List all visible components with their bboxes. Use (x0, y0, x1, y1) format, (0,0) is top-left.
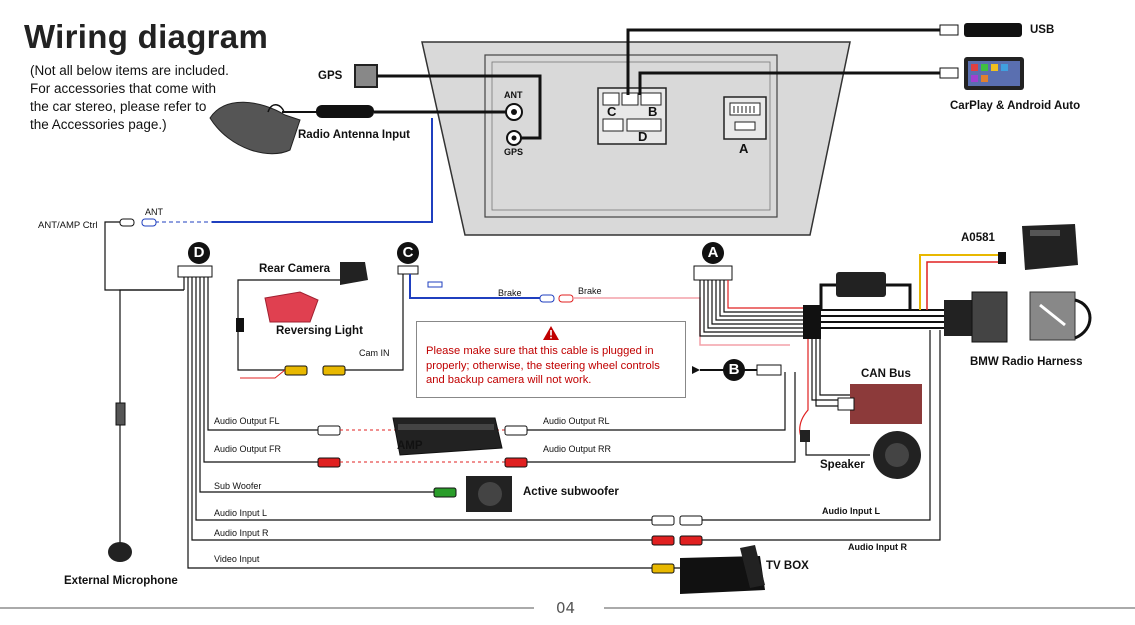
antenna-inline-adapter (316, 105, 374, 118)
audio-input-l-left-label: Audio Input L (214, 508, 268, 518)
can-bus-box (850, 384, 922, 424)
connector-b-label: B (648, 104, 658, 119)
audio-input-r-left-label: Audio Input R (214, 528, 269, 538)
rear-camera-icon (340, 262, 368, 285)
badge-c: C (397, 242, 419, 264)
brake-right-label: Brake (578, 286, 602, 296)
audio-output-fr-label: Audio Output FR (214, 444, 282, 454)
harness-b-plug (756, 364, 782, 376)
connector-d-label: D (638, 129, 648, 144)
shark-fin-antenna-icon (209, 101, 301, 155)
radio-antenna-input-label: Radio Antenna Input (298, 129, 411, 141)
reversing-light-label: Reversing Light (276, 325, 363, 337)
page-title: Wiring diagram (24, 18, 269, 55)
badge-a: A (702, 242, 724, 264)
a0581-label: A0581 (961, 232, 995, 244)
audio-input-l-right-label: Audio Input L (822, 506, 880, 516)
ant-amp-ctrl-label: ANT/AMP Ctrl (38, 220, 98, 231)
audio-output-rl-label: Audio Output RL (543, 416, 610, 426)
audio-input-r-right-label: Audio Input R (848, 542, 907, 552)
audio-output-rr-label: Audio Output RR (543, 444, 612, 454)
tv-box-label: TV BOX (766, 560, 809, 572)
harness-c-plug (397, 265, 419, 275)
cam-in-label: Cam IN (359, 348, 390, 358)
harness-d-plug (177, 265, 213, 278)
external-microphone-label: External Microphone (64, 575, 178, 587)
warning-icon (543, 326, 559, 340)
connector-a-label: A (739, 141, 749, 156)
gps-antenna-icon (354, 64, 378, 88)
ant-small-label: ANT (145, 207, 163, 217)
gps-label: GPS (318, 70, 343, 82)
usb-plug-icon (939, 24, 959, 36)
badge-d: D (188, 242, 210, 264)
video-input-label: Video Input (214, 554, 260, 564)
microphone-icon (108, 542, 132, 562)
accessories-note: (Not all below items are included. For a… (30, 63, 229, 132)
bmw-radio-harness-label: BMW Radio Harness (970, 356, 1083, 368)
page-number: 04 (556, 599, 576, 617)
tv-box-icon (680, 556, 765, 594)
carplay-label: CarPlay & Android Auto (950, 100, 1081, 112)
warning-text: Please make sure that this cable is plug… (426, 345, 660, 386)
audio-output-fl-label: Audio Output FL (214, 416, 280, 426)
inline-box-icon (836, 272, 886, 297)
connector-c-label: C (607, 104, 617, 119)
rear-camera-label: Rear Camera (259, 263, 330, 275)
bmw-connector-icon (944, 300, 974, 336)
amp-label: AMP (397, 440, 423, 452)
active-subwoofer-label: Active subwoofer (523, 486, 619, 498)
warning-box: Please make sure that this cable is plug… (416, 321, 686, 398)
ant-port-label: ANT (504, 90, 523, 100)
can-bus-label: CAN Bus (861, 368, 911, 380)
brake-left-label: Brake (498, 288, 522, 298)
reversing-light-icon (264, 291, 319, 323)
usb-label: USB (1030, 24, 1055, 36)
sub-woofer-label: Sub Woofer (214, 481, 262, 491)
harness-a-plug (693, 265, 733, 281)
gps-port-label: GPS (504, 147, 524, 157)
head-unit-back-panel (484, 54, 778, 218)
speaker-label: Speaker (820, 459, 865, 471)
usb-stick-icon (964, 23, 1022, 37)
badge-b: B (723, 359, 745, 381)
